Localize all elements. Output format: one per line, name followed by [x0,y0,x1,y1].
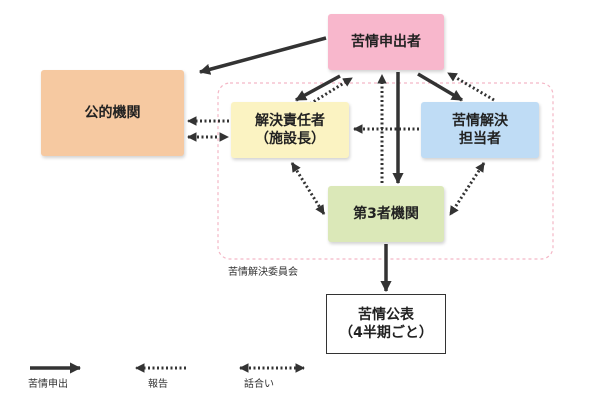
complaint-arrows [198,36,463,293]
third-party-node: 第3者機関 [328,186,444,242]
legend-label-report: 報告 [148,379,168,390]
legend-label-complaint: 苦情申出 [28,379,68,390]
arrow-resolver-to-complainant [309,76,353,106]
report-arrows [187,71,495,183]
discussion-arrows [187,132,486,216]
staff-node: 苦情解決 担当者 [421,102,539,158]
resolver-node: 解決責任者 （施設長） [231,102,349,158]
legend-label-discussion: 話合い [244,379,274,390]
arrow-resolver-third-discussion [290,162,326,215]
arrow-complainant-to-staff [417,72,463,102]
arrow-complainant-to-public [198,36,327,75]
arrow-staff-third-discussion [448,162,486,216]
complainant-node: 苦情申出者 [328,14,444,70]
arrow-complainant-to-resolver [295,74,341,102]
public-agency-node: 公的機関 [41,70,184,156]
committee-label: 苦情解決委員会 [228,267,298,278]
publication-node: 苦情公表 （4半期ごと） [326,294,446,354]
